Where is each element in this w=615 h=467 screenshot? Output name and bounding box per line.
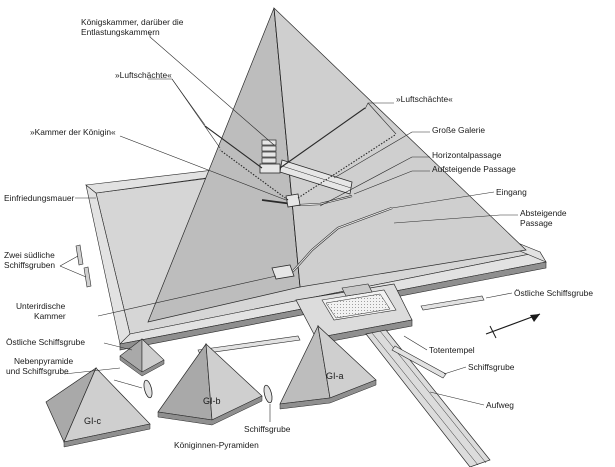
label-descending-passage-line2: Passage <box>520 218 553 228</box>
great-pyramid-face-right <box>273 7 527 288</box>
label-air-shafts-left: »Luftschächte« <box>115 70 172 80</box>
boat-pit-oval-left <box>143 379 153 399</box>
label-queens-chamber: »Kammer der Königin« <box>30 127 116 137</box>
queens-pyramid-gi-a <box>279 324 377 410</box>
underground-chamber <box>271 264 295 280</box>
east-boat-pit-small <box>197 335 301 355</box>
label-mortuary-temple: Totentempel <box>429 345 475 355</box>
label-horizontal-passage: Horizontalpassage <box>432 150 502 160</box>
label-boat-pit-bottom: Schiffsgrube <box>244 424 291 434</box>
labels: Königskammer, darüber die Entlastungskam… <box>4 17 593 450</box>
label-boat-pit-right: Schiffsgrube <box>468 362 515 372</box>
queens-pyramid-gi-b <box>157 343 263 426</box>
label-kings-chamber-line1: Königskammer, darüber die <box>81 17 184 27</box>
label-south-boat-pits-line1: Zwei südliche <box>4 250 55 260</box>
great-pyramid <box>147 7 527 323</box>
south-boat-pits <box>75 244 92 288</box>
label-eastern-boat-pit-left: Östliche Schiffsgrube <box>6 337 85 347</box>
label-gi-a: GI-a <box>326 371 344 381</box>
label-underground-chamber-line2: Kammer <box>34 311 66 321</box>
boat-pit-oval-right <box>263 384 273 404</box>
label-air-shafts-right: »Luftschächte« <box>396 94 453 104</box>
label-satellite-pyramid-line1: Nebenpyramide <box>14 356 73 366</box>
label-causeway: Aufweg <box>486 400 514 410</box>
label-eastern-boat-pit-right: Östliche Schiffsgrube <box>514 288 593 298</box>
label-ascending-passage: Aufsteigende Passage <box>432 164 516 174</box>
label-descending-passage-line1: Absteigende <box>520 208 567 218</box>
kings-chamber <box>259 139 281 174</box>
queens-chamber <box>285 193 301 208</box>
air-shafts <box>204 107 396 201</box>
leader-lines <box>59 33 518 422</box>
label-kings-chamber-line2: Entlastungskammern <box>81 27 160 37</box>
mortuary-temple <box>295 283 413 345</box>
queens-pyramid-gi-c <box>45 367 151 448</box>
east-boat-pit-long <box>420 295 485 311</box>
label-grand-gallery: Große Galerie <box>432 125 485 135</box>
label-gi-b: GI-b <box>203 396 221 406</box>
label-queens-pyramids: Königinnen-Pyramiden <box>174 440 259 450</box>
north-arrow <box>485 313 541 339</box>
label-gi-c: GI-c <box>84 416 101 426</box>
label-enclosure-wall: Einfriedungsmauer <box>4 193 75 203</box>
label-south-boat-pits-line2: Schiffsgruben <box>4 260 55 270</box>
label-satellite-pyramid-line2: und Schiffsgrube <box>6 366 69 376</box>
satellite-pyramid <box>119 338 165 377</box>
internal-passages <box>204 107 396 280</box>
label-entrance: Eingang <box>496 187 527 197</box>
label-underground-chamber-line1: Unterirdische <box>16 301 66 311</box>
causeway-boat-pit <box>391 345 447 379</box>
